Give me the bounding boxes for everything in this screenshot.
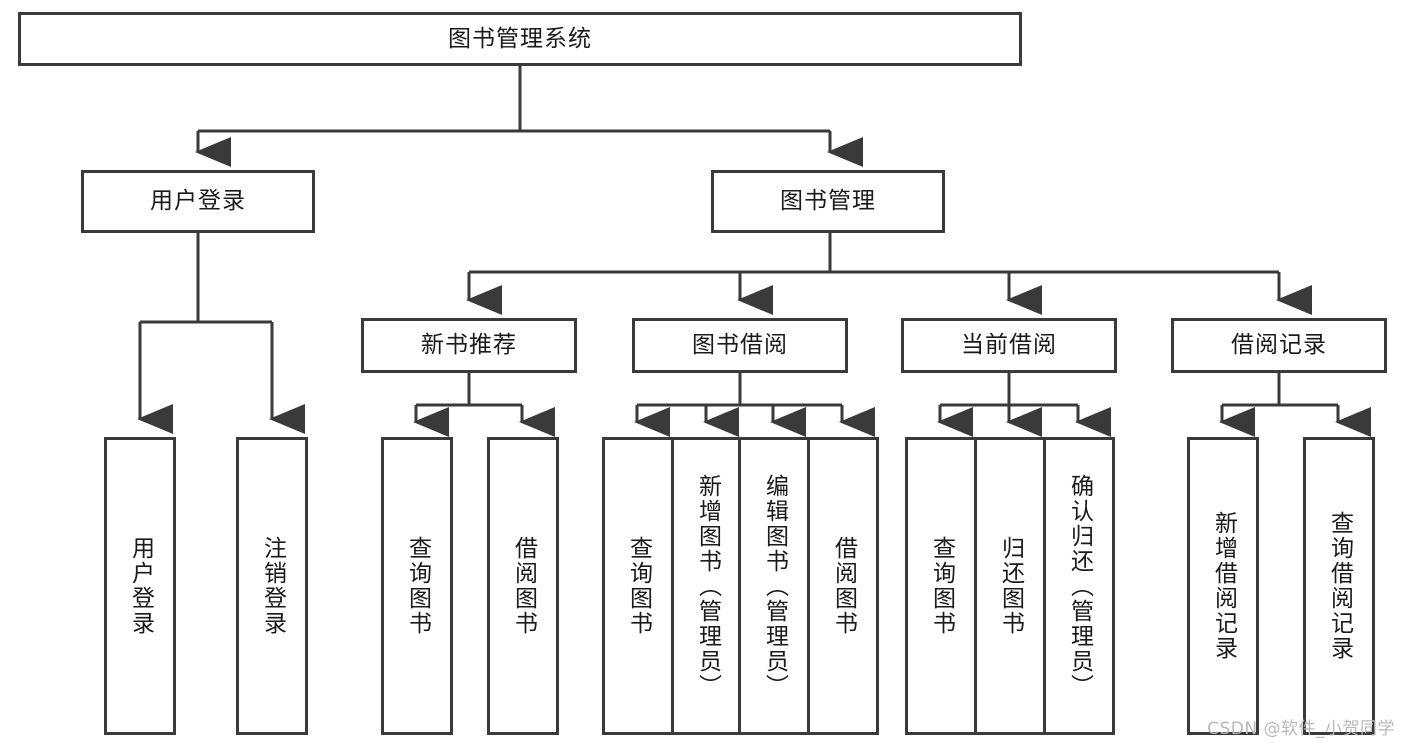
leaf-current-borrow-return[interactable]: 归还图书 <box>974 437 1046 735</box>
node-borrow-record-label: 借阅记录 <box>1231 332 1327 359</box>
leaf-label: 查询图书 <box>404 536 431 636</box>
node-book-borrow-label: 图书借阅 <box>692 332 788 359</box>
leaf-label: 借阅图书 <box>510 536 537 636</box>
node-book-management[interactable]: 图书管理 <box>711 170 945 233</box>
leaf-current-borrow-confirm-return[interactable]: 确认归还（管理员） <box>1043 437 1115 735</box>
leaf-label: 新增借阅记录 <box>1210 511 1237 661</box>
leaf-book-borrow-edit[interactable]: 编辑图书（管理员） <box>738 437 810 735</box>
node-book-management-label: 图书管理 <box>780 188 876 215</box>
leaf-label: 新增图书（管理员） <box>694 473 721 699</box>
node-borrow-record[interactable]: 借阅记录 <box>1171 318 1387 373</box>
leaf-label: 编辑图书（管理员） <box>761 473 788 699</box>
node-current-borrow[interactable]: 当前借阅 <box>901 318 1117 373</box>
leaf-label: 归还图书 <box>997 536 1024 636</box>
leaf-label: 确认归还（管理员） <box>1066 473 1093 699</box>
node-new-book-recommend[interactable]: 新书推荐 <box>361 318 577 373</box>
leaf-user-login-signout[interactable]: 注销登录 <box>236 437 308 735</box>
leaf-label: 注销登录 <box>259 536 286 636</box>
leaf-new-book-query[interactable]: 查询图书 <box>381 437 453 735</box>
node-root-book-management-system[interactable]: 图书管理系统 <box>18 12 1022 66</box>
node-new-book-recommend-label: 新书推荐 <box>421 332 517 359</box>
leaf-new-book-borrow[interactable]: 借阅图书 <box>487 437 559 735</box>
leaf-book-borrow-lend[interactable]: 借阅图书 <box>807 437 879 735</box>
leaf-label: 借阅图书 <box>830 536 857 636</box>
node-root-label: 图书管理系统 <box>448 25 592 52</box>
node-current-borrow-label: 当前借阅 <box>961 332 1057 359</box>
leaf-label: 用户登录 <box>127 536 154 636</box>
node-user-login-label: 用户登录 <box>150 188 246 215</box>
leaf-user-login-signin[interactable]: 用户登录 <box>104 437 176 735</box>
leaf-book-borrow-query[interactable]: 查询图书 <box>602 437 674 735</box>
leaf-borrow-record-add[interactable]: 新增借阅记录 <box>1187 437 1259 735</box>
node-user-login[interactable]: 用户登录 <box>81 170 315 233</box>
csdn-watermark: CSDN @软件_小贺同学 <box>1207 719 1395 739</box>
leaf-current-borrow-query[interactable]: 查询图书 <box>905 437 977 735</box>
leaf-label: 查询借阅记录 <box>1326 511 1353 661</box>
leaf-label: 查询图书 <box>625 536 652 636</box>
leaf-book-borrow-add[interactable]: 新增图书（管理员） <box>671 437 743 735</box>
leaf-borrow-record-query[interactable]: 查询借阅记录 <box>1303 437 1375 735</box>
leaf-label: 查询图书 <box>928 536 955 636</box>
node-book-borrow[interactable]: 图书借阅 <box>632 318 848 373</box>
